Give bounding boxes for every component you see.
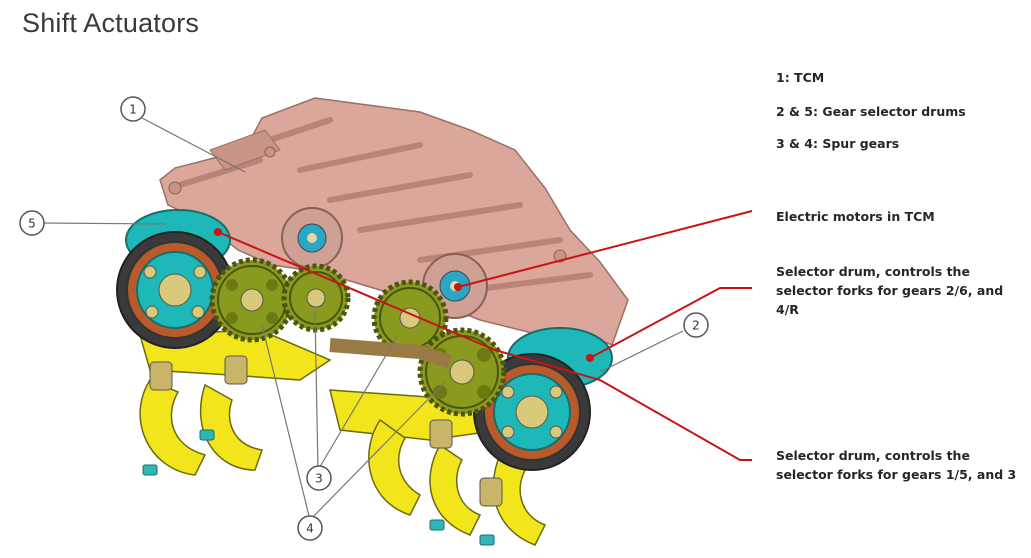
marker-2: 2 [684, 313, 708, 337]
marker-1: 1 [121, 97, 145, 121]
marker-4: 4 [298, 516, 322, 540]
electric-motor-left [282, 208, 342, 268]
svg-text:3: 3 [315, 472, 323, 486]
svg-text:4: 4 [306, 522, 314, 536]
marker-3: 3 [307, 466, 331, 490]
svg-text:2: 2 [692, 319, 700, 333]
svg-text:1: 1 [129, 103, 137, 117]
marker-5: 5 [20, 211, 44, 235]
svg-text:5: 5 [28, 217, 36, 231]
